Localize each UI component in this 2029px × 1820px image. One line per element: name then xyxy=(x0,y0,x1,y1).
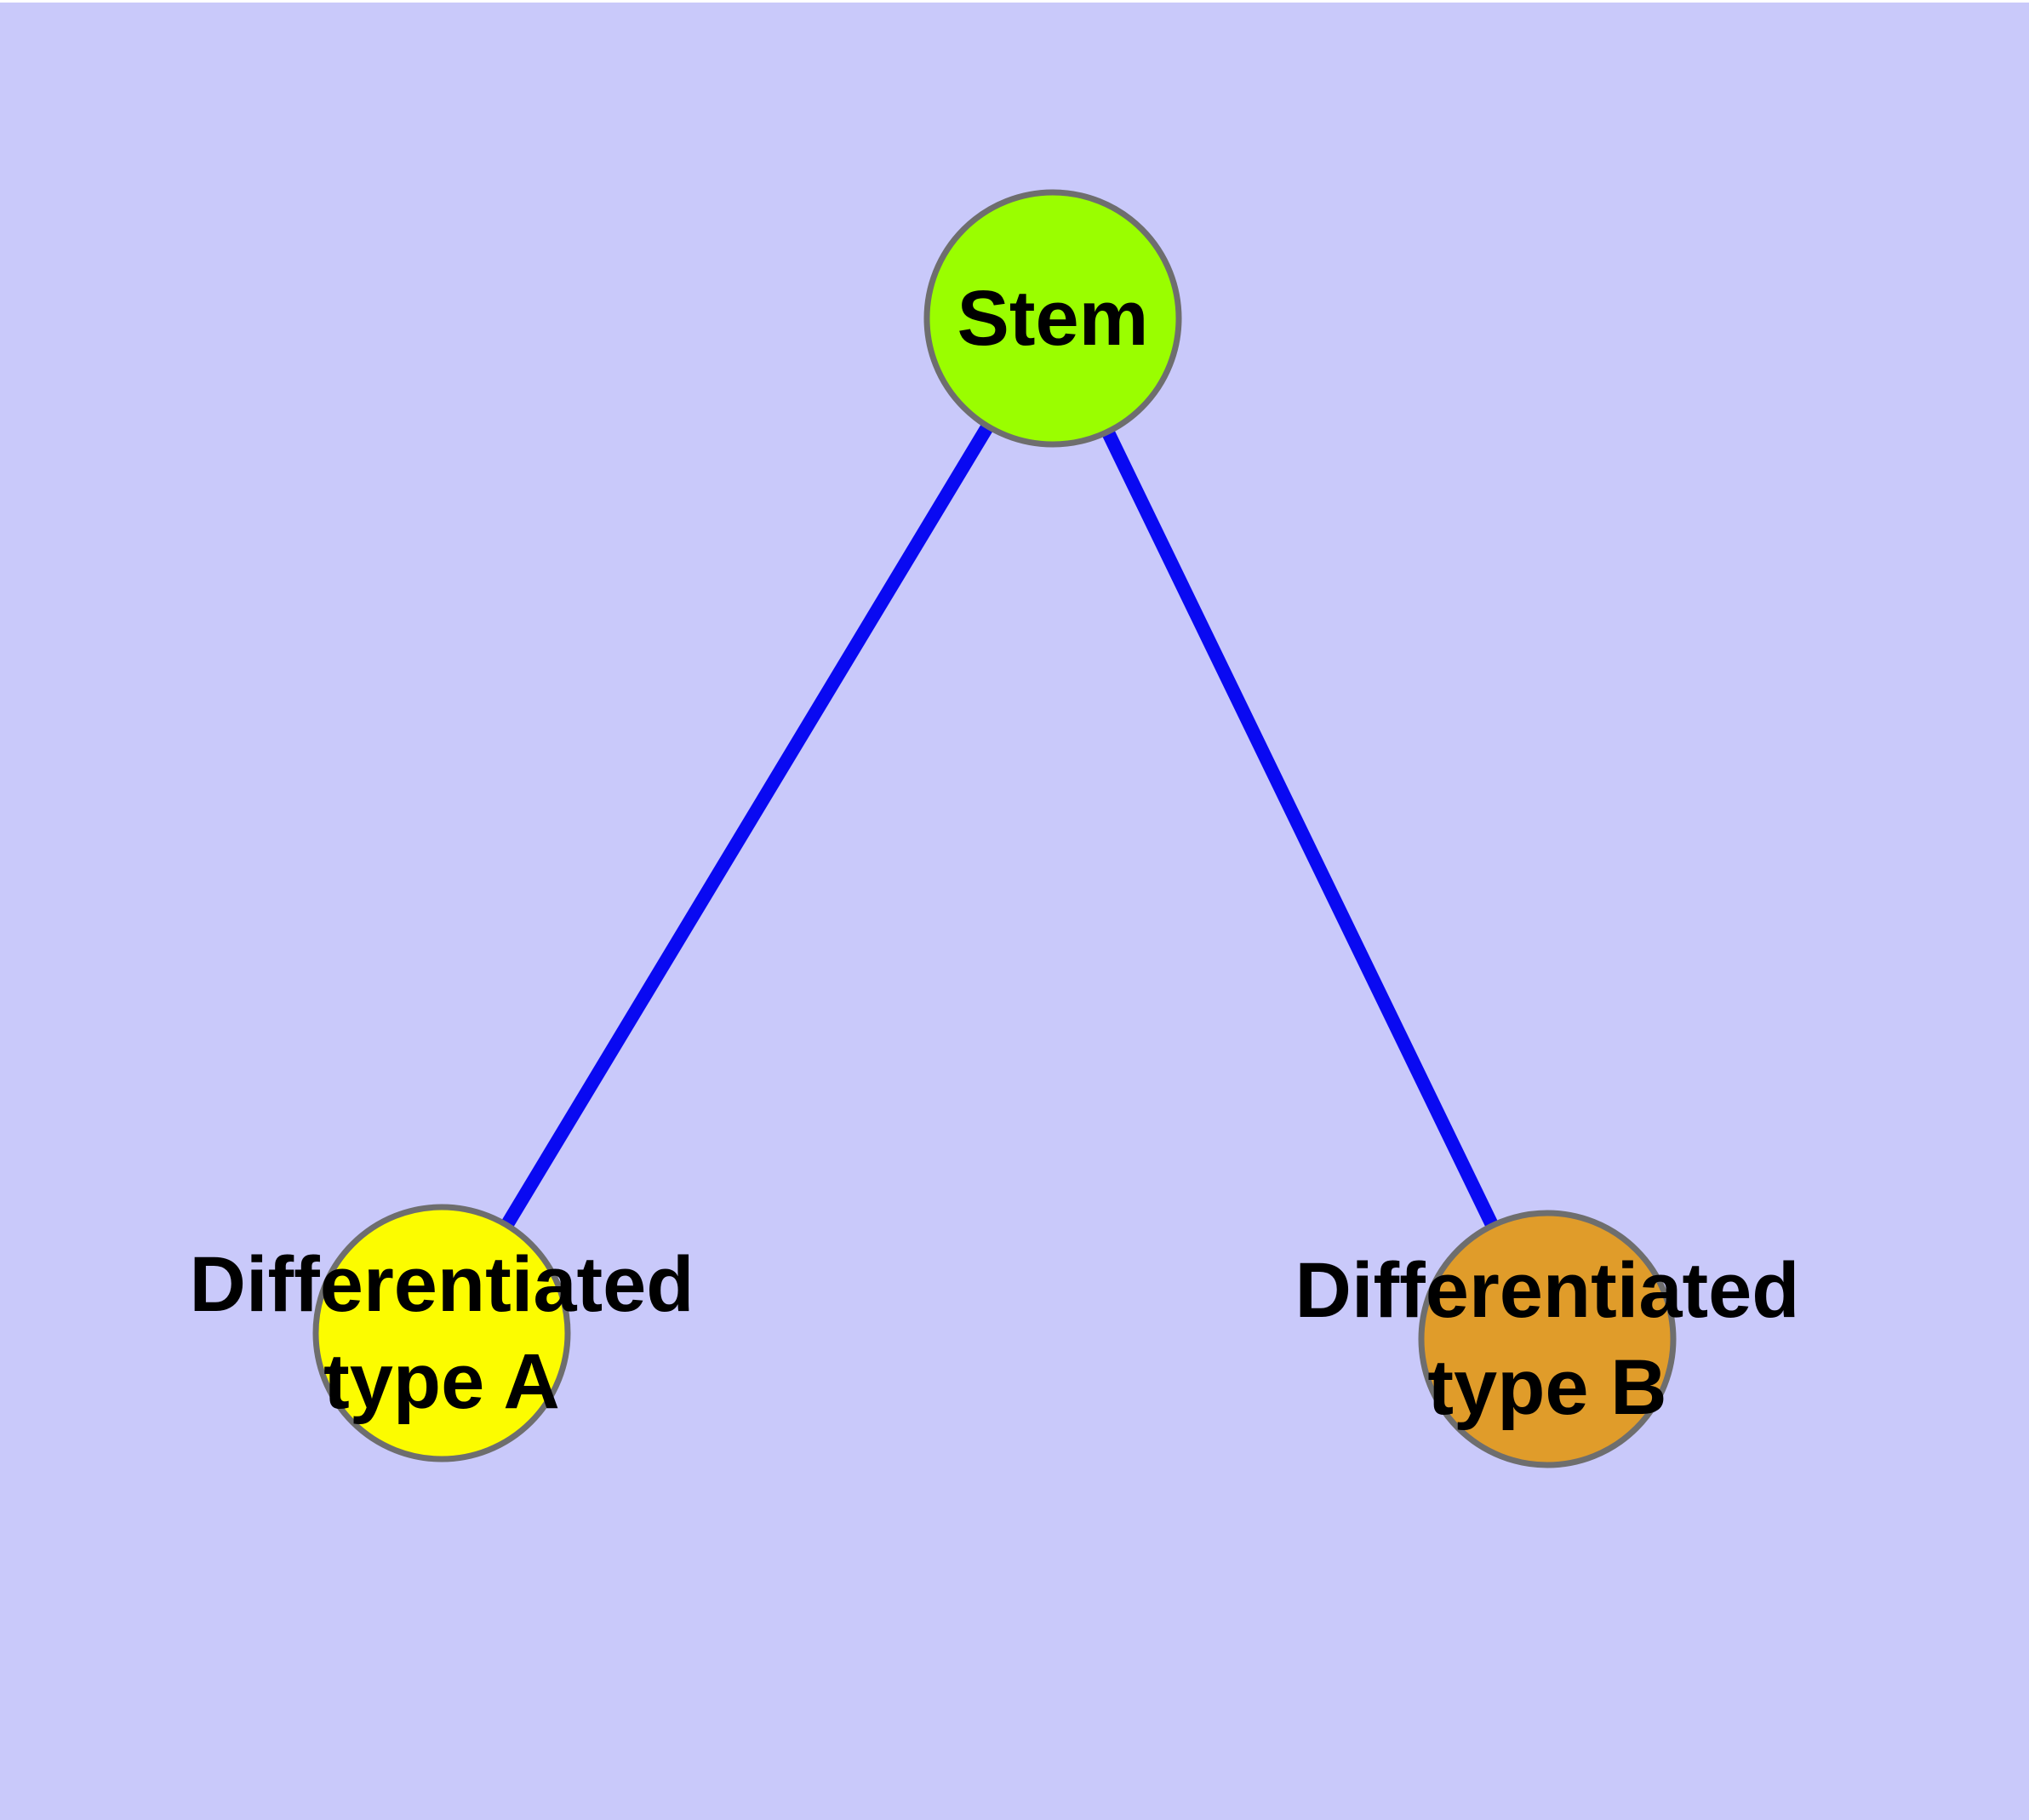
type-a-node-label-line2: type A xyxy=(323,1338,560,1425)
type-b-node-circle xyxy=(1418,1210,1677,1468)
edge-stem-to-type-b xyxy=(1046,315,1554,1342)
stem-node-label: Stem xyxy=(957,275,1149,362)
type-a-node-circle xyxy=(312,1204,571,1462)
stem-node-circle xyxy=(923,189,1182,448)
type-a-node-label-line1: Differentiated xyxy=(190,1241,694,1328)
top-edge-strip xyxy=(0,0,2029,3)
type-b-node-label-line2: type B xyxy=(1427,1344,1666,1431)
type-b-node-label-line1: Differentiated xyxy=(1295,1247,1800,1334)
edge-stem-to-type-a xyxy=(436,314,1059,1337)
